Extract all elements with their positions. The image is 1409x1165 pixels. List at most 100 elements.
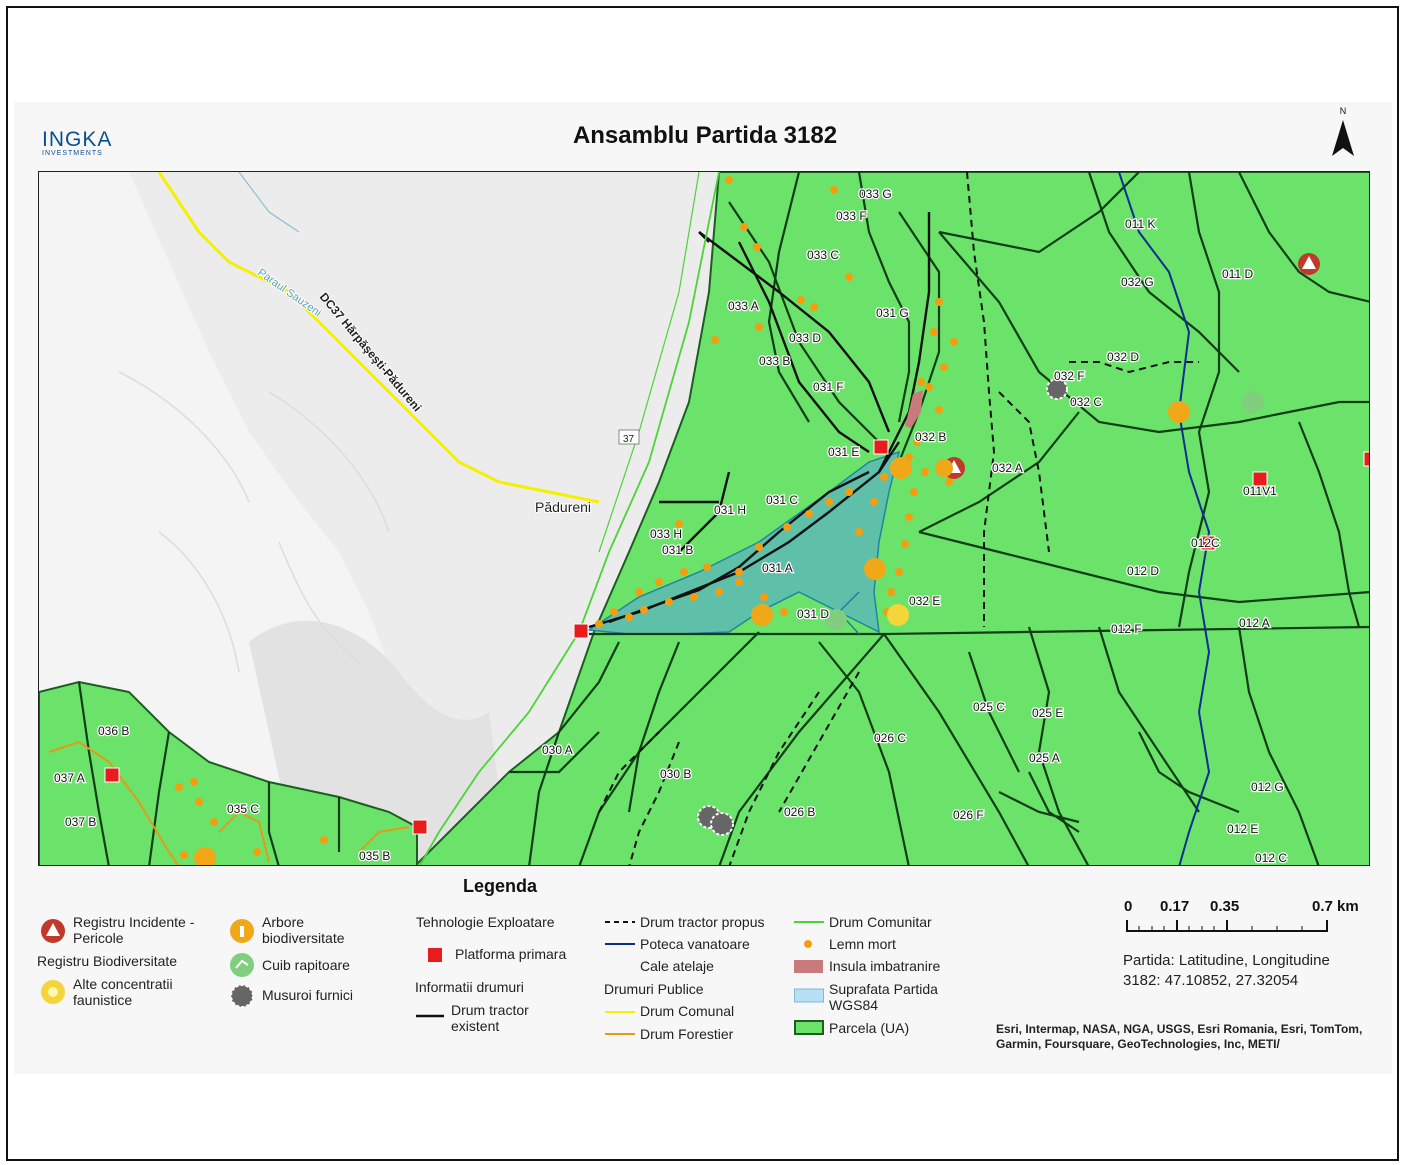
raptor-icon <box>230 953 254 977</box>
basemap-contours <box>118 371 390 673</box>
parcel-label: 030 B <box>660 767 691 781</box>
north-label: N <box>1339 106 1347 116</box>
parcel-label: 031 G <box>876 306 909 320</box>
parcel-label: 032 D <box>1107 350 1139 364</box>
fauna-icon <box>41 980 65 1004</box>
parcel-label: 032 A <box>992 461 1023 475</box>
parcel-label: 026 F <box>953 808 984 822</box>
legend-parcel: Parcela (UA) <box>829 1020 910 1036</box>
deadwood-points <box>175 176 958 859</box>
village-label: Pădureni <box>535 499 591 515</box>
parcel-label: 032 B <box>915 430 946 444</box>
scale-label-017: 0.17 <box>1160 898 1190 915</box>
legend-title: Legenda <box>462 876 537 896</box>
incident-icon <box>41 919 65 943</box>
parcel-label: 037 A <box>54 771 85 785</box>
parcel-label: 031 E <box>828 445 859 459</box>
ingka-logo: INGKA INVESTMENTS <box>42 128 152 164</box>
parcel-boundaries <box>77 172 1369 865</box>
legend-tech-heading: Tehnologie Exploatare <box>416 914 555 930</box>
scale-ticks <box>1126 920 1328 932</box>
aging-island-symbol <box>794 960 823 973</box>
parcel-label: 012C <box>1191 536 1220 550</box>
deadwood-symbol <box>804 940 812 948</box>
scale-label-07: 0.7 km <box>1312 898 1359 915</box>
communal-road-symbol <box>605 1011 635 1013</box>
parcel-label: 033 H <box>650 527 682 541</box>
surface-symbol <box>794 988 824 1003</box>
parcel-label: 012 A <box>1239 616 1270 630</box>
parcel-label: 012 E <box>1227 822 1258 836</box>
legend-platform: Platforma primara <box>455 946 567 962</box>
tractor-roads-existing <box>588 212 931 629</box>
legend-raptor: Cuib rapitoare <box>262 957 350 973</box>
parcel-labels: 033 G 033 F 033 C 033 A 033 D 033 B 031 … <box>53 186 1289 865</box>
parcel-label: 032 F <box>1054 369 1085 383</box>
parcel-label: 030 A <box>542 743 573 757</box>
forest-road-west-3 <box>358 826 410 853</box>
parcel-label: 031 A <box>762 561 793 575</box>
legend-fauna: Alte concentratii faunistice <box>73 976 173 1008</box>
coords-label: Partida: Latitudine, Longitudine <box>1123 952 1330 969</box>
parcel-label: 035 C <box>227 802 259 816</box>
legend-biodiversity-heading: Registru Biodiversitate <box>37 953 178 969</box>
forest-road-symbol <box>605 1033 635 1035</box>
legend-forest: Drum Forestier <box>640 1026 734 1042</box>
tractor-existing-symbol <box>416 1014 444 1018</box>
hunting-path <box>1118 172 1211 865</box>
north-arrow-icon <box>1332 120 1354 156</box>
parcel-label: 033 G <box>859 187 892 201</box>
stream-line <box>238 172 300 233</box>
map-title: Ansamblu Partida 3182 <box>572 122 838 149</box>
parcel-label: 033 C <box>807 248 839 262</box>
logo-main-text: INGKA <box>42 128 113 151</box>
parcel-label: 026 C <box>874 731 906 745</box>
legend-tractor-existing: Drum tractor existent <box>451 1002 529 1034</box>
parcel-label: 033 F <box>836 209 867 223</box>
legend-surface: Suprafata Partida WGS84 <box>829 981 938 1013</box>
parcel-symbol <box>794 1020 824 1035</box>
parcel-label: 026 B <box>784 805 815 819</box>
scale-bar: 0 0.17 0.35 0.7 km <box>1120 898 1380 938</box>
legend-horse-road: Cale atelaje <box>640 958 714 974</box>
legend-incidents: Registru Incidente - Pericole <box>73 914 195 946</box>
forest-road-west <box>48 740 179 865</box>
parcel-label: 011V1 <box>1243 484 1277 498</box>
raptor-nest-icons[interactable] <box>825 391 1264 631</box>
scale-label-035: 0.35 <box>1210 898 1240 915</box>
parcel-label: 031 H <box>714 503 746 517</box>
aging-island <box>905 390 923 428</box>
parcel-label: 032 E <box>909 594 940 608</box>
communal-road <box>157 172 600 504</box>
parcel-label: 025 C <box>973 700 1005 714</box>
parcel-label: 011 K <box>1125 217 1155 231</box>
tractor-proposed-symbol <box>605 921 635 923</box>
coords-value: 3182: 47.10852, 27.32054 <box>1123 972 1299 989</box>
parcel-label: 012 D <box>1127 564 1159 578</box>
parcel-label: 012 F <box>1111 622 1142 636</box>
biodiversity-tree-icons[interactable] <box>194 401 1190 866</box>
parcel-label: 031 F <box>813 380 844 394</box>
community-road-symbol <box>794 921 824 923</box>
platform-icon <box>428 948 442 962</box>
tractor-roads-proposed <box>598 172 1199 865</box>
forest-road-west-2 <box>218 810 270 863</box>
ant-hill-icon <box>230 984 254 1008</box>
parcel-label: 012 G <box>1251 780 1284 794</box>
legend-deadwood: Lemn mort <box>829 936 896 952</box>
legend-tractor-proposed: Drum tractor propus <box>640 914 765 930</box>
parcel-label: 033 D <box>789 331 821 345</box>
hunting-path-symbol <box>605 943 635 945</box>
parcel-label: 025 A <box>1029 751 1060 765</box>
map-canvas[interactable]: Paraul Sauzeni DC37 Hărpăşeşti-Pădureni … <box>38 171 1370 866</box>
route-number: 37 <box>623 434 635 445</box>
page-frame <box>6 6 1399 1161</box>
ant-hill-icons[interactable] <box>697 378 1068 836</box>
legend-community: Drum Comunitar <box>829 914 932 930</box>
parcel-label: 012 C <box>1255 851 1287 865</box>
forest-parcels-west[interactable] <box>39 680 418 866</box>
parcel-label: 011 D <box>1222 267 1253 281</box>
parcel-label: 025 E <box>1032 706 1063 720</box>
legend-ants: Musuroi furnici <box>262 987 354 1003</box>
fauna-concentration-icon[interactable] <box>887 604 909 626</box>
